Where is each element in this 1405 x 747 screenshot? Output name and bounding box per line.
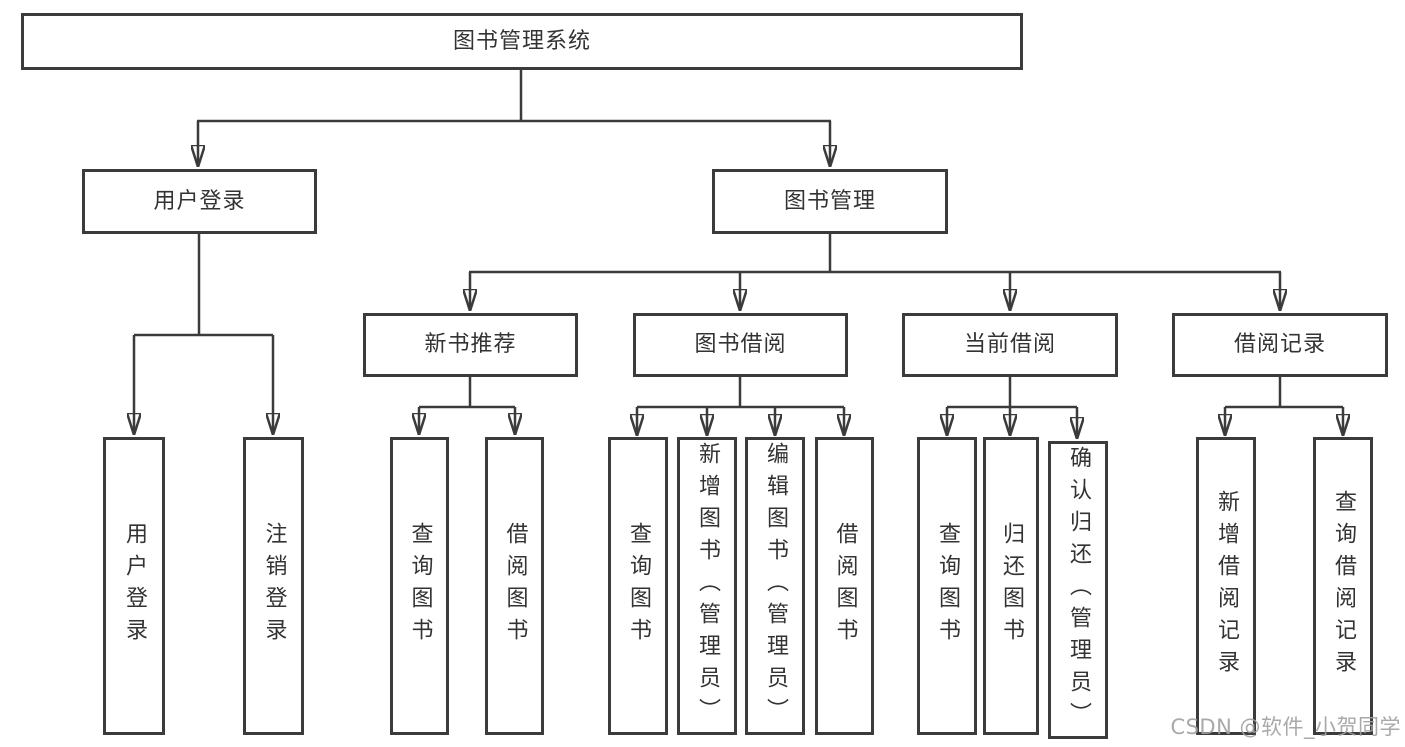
leaf-user-login: 用户登录	[103, 437, 165, 735]
leaf-borrowing-query-books: 查询图书	[608, 437, 668, 735]
node-label: 新增图书（管理员）	[695, 442, 720, 730]
node-label: 图书管理系统	[452, 28, 591, 54]
leaf-current-confirm-return-admin: 确认归还（管理员）	[1048, 441, 1108, 739]
node-current-borrowing: 当前借阅	[902, 313, 1118, 377]
node-label: 查询图书	[407, 522, 433, 650]
leaf-borrowing-borrow-books: 借阅图书	[815, 437, 874, 735]
node-label: 图书借阅	[694, 332, 787, 357]
leaf-records-add-record: 新增借阅记录	[1196, 437, 1256, 735]
node-label: 图书管理	[783, 188, 876, 214]
leaf-borrowing-add-books-admin: 新增图书（管理员）	[677, 437, 737, 735]
node-label: 编辑图书（管理员）	[763, 442, 788, 730]
node-label: 借阅图书	[502, 522, 528, 650]
node-label: 查询图书	[626, 522, 651, 650]
leaf-recommend-query-books: 查询图书	[390, 437, 449, 735]
node-label: 当前借阅	[963, 332, 1056, 357]
node-label: 确认归还（管理员）	[1066, 446, 1091, 734]
node-label: 用户登录	[122, 522, 147, 650]
node-user-login: 用户登录	[82, 169, 317, 234]
node-label: 用户登录	[153, 188, 246, 214]
node-label: 查询图书	[935, 522, 960, 650]
leaf-current-query-books: 查询图书	[917, 437, 977, 735]
leaf-current-return-books: 归还图书	[983, 437, 1039, 735]
node-system-root: 图书管理系统	[21, 13, 1023, 70]
node-label: 归还图书	[999, 522, 1024, 650]
leaf-borrowing-edit-books-admin: 编辑图书（管理员）	[745, 437, 805, 735]
node-book-borrowing: 图书借阅	[633, 313, 848, 377]
leaf-records-query-record: 查询借阅记录	[1313, 437, 1373, 735]
node-label: 查询借阅记录	[1331, 490, 1356, 682]
leaf-recommend-borrow-books: 借阅图书	[485, 437, 544, 735]
csdn-watermark: CSDN @软件_小贺同学	[1170, 715, 1401, 739]
node-new-book-recommend: 新书推荐	[363, 313, 578, 377]
leaf-logout: 注销登录	[243, 437, 304, 735]
node-label: 新书推荐	[424, 332, 517, 357]
node-label: 借阅记录	[1233, 332, 1326, 357]
node-label: 注销登录	[261, 522, 287, 650]
node-label: 新增借阅记录	[1214, 490, 1239, 682]
node-book-management: 图书管理	[712, 169, 948, 234]
node-borrowing-records: 借阅记录	[1172, 313, 1388, 377]
node-label: 借阅图书	[832, 522, 858, 650]
